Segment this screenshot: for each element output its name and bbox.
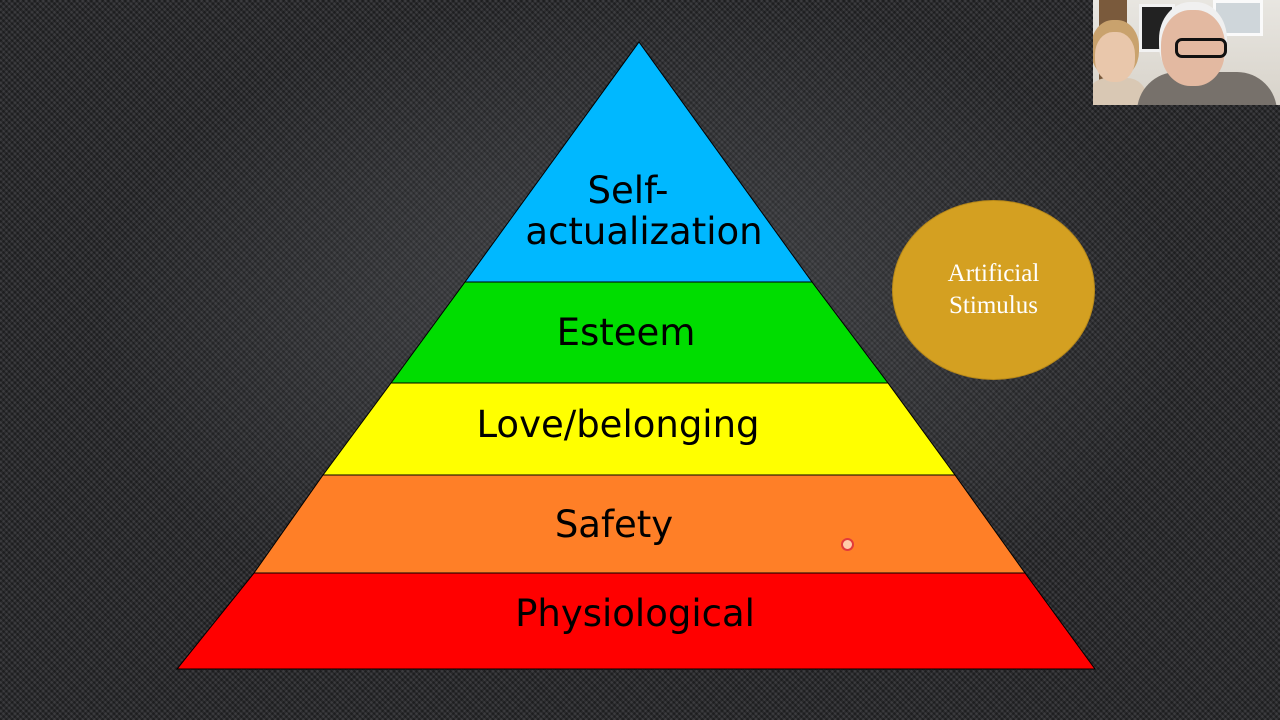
webcam-child-head bbox=[1095, 32, 1135, 82]
artificial-stimulus-line-2: Stimulus bbox=[949, 292, 1038, 319]
tier-self-actualization-label-1: Self- bbox=[588, 169, 669, 212]
artificial-stimulus-line-1: Artificial bbox=[947, 260, 1040, 287]
tier-physiological-label: Physiological bbox=[515, 592, 755, 635]
laser-pointer-dot bbox=[841, 538, 854, 551]
webcam-glasses bbox=[1175, 38, 1227, 58]
webcam-presenter-head bbox=[1161, 10, 1225, 86]
artificial-stimulus-text: Artificial Stimulus bbox=[948, 258, 1040, 322]
tier-safety-label: Safety bbox=[555, 503, 673, 546]
artificial-stimulus-circle: Artificial Stimulus bbox=[892, 200, 1095, 380]
tier-physiological bbox=[175, 572, 1096, 670]
webcam-overlay bbox=[1093, 0, 1280, 105]
tier-love-belonging-label: Love/belonging bbox=[476, 403, 759, 446]
tier-self-actualization-label-2: actualization bbox=[525, 210, 762, 253]
tier-esteem-label: Esteem bbox=[557, 311, 696, 354]
